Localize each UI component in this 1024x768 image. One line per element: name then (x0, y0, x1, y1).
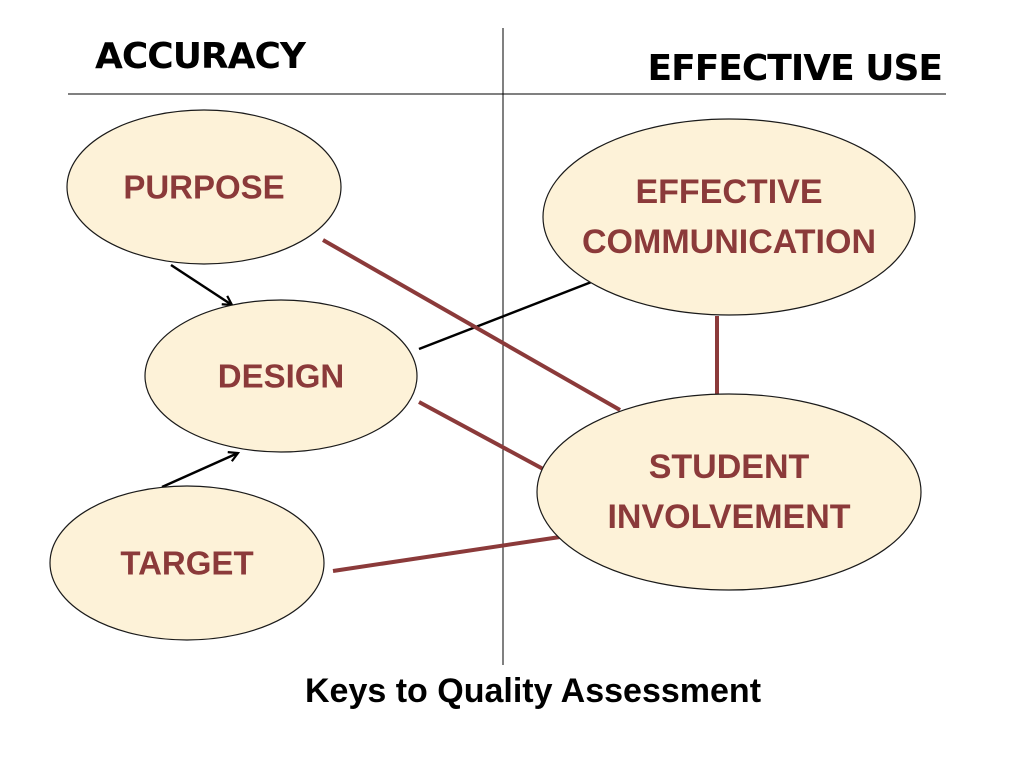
node-target-shape (49, 485, 325, 641)
node-effective-communication-shape (542, 118, 916, 316)
edge-target-to-design (161, 453, 238, 489)
node-purpose: PURPOSE (66, 109, 342, 265)
node-student-involvement-shape (536, 393, 922, 591)
node-effective-communication-label: EFFECTIVE (635, 173, 822, 211)
node-student-involvement: STUDENT INVOLVEMENT (536, 393, 922, 591)
edge-design-to-student-involvement (418, 400, 546, 472)
node-student-involvement-label: STUDENT (649, 448, 810, 486)
header-accuracy: ACCURACY (95, 36, 306, 77)
diagram-caption: Keys to Quality Assessment (304, 672, 762, 710)
edge-purpose-to-design (170, 263, 232, 305)
node-design-label: DESIGN (218, 358, 345, 395)
header-effective-use: EFFECTIVE USE (647, 48, 943, 89)
node-design-shape (144, 299, 418, 453)
edges-layer (161, 238, 719, 573)
edge-purpose-to-student-involvement (322, 238, 621, 412)
node-student-involvement-label: INVOLVEMENT (607, 498, 850, 536)
node-effective-communication: EFFECTIVE COMMUNICATION (542, 118, 916, 316)
nodes-layer: PURPOSE DESIGN TARGET EFFECTIVE COMMUNICATIO… (49, 109, 922, 641)
node-purpose-label: PURPOSE (123, 169, 284, 206)
node-effective-communication-label: COMMUNICATION (582, 223, 876, 261)
edge-design-to-effective-communication (418, 279, 595, 351)
edge-target-to-student-involvement (332, 535, 561, 573)
node-target: TARGET (49, 485, 325, 641)
node-design: DESIGN (144, 299, 418, 453)
node-target-label: TARGET (120, 545, 253, 582)
node-purpose-shape (66, 109, 342, 265)
